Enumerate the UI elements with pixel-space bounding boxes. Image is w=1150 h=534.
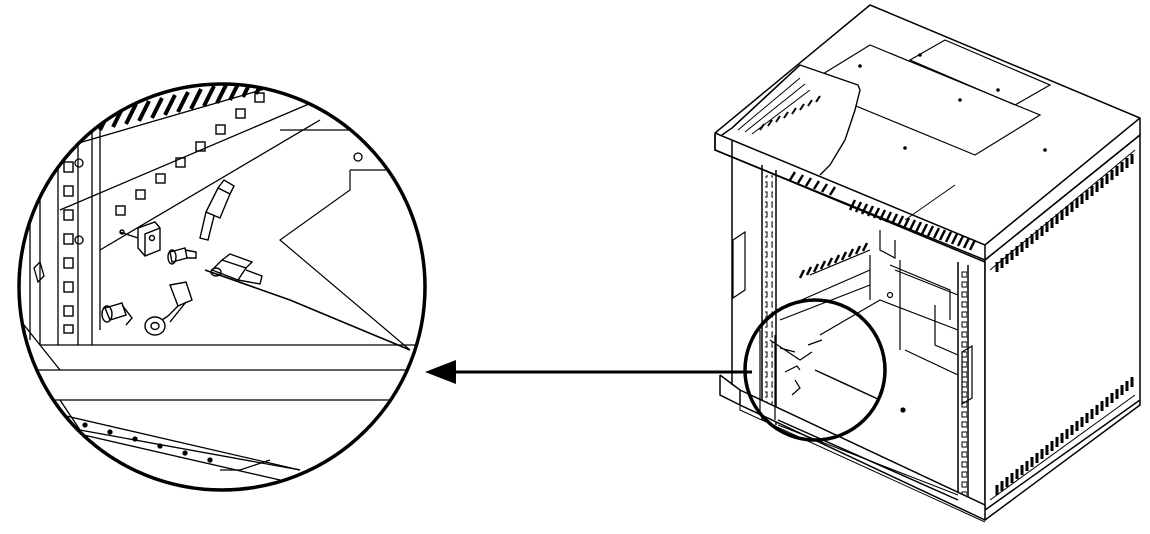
ring-terminal bbox=[144, 281, 193, 336]
wall-mount-rack-cabinet bbox=[714, 4, 1141, 523]
top-front-vents bbox=[788, 171, 977, 251]
magnifier-circle-outline bbox=[17, 82, 427, 492]
zoom-callout-arrow bbox=[425, 360, 752, 384]
cabinet-callout-circle bbox=[743, 298, 887, 442]
ground-bracket bbox=[119, 221, 161, 257]
mounting-screw-lower bbox=[101, 302, 133, 326]
cable-connector bbox=[199, 179, 235, 241]
callout-circle-outline bbox=[743, 298, 887, 442]
rear-rail-holes bbox=[115, 84, 282, 216]
vent-slots-upper bbox=[98, 84, 268, 131]
cabinet-floor bbox=[19, 129, 420, 471]
mounting-screw bbox=[167, 247, 197, 265]
cabinet-interior bbox=[779, 230, 959, 413]
detail-callout-circle bbox=[17, 82, 427, 492]
side-vents-lower bbox=[995, 377, 1134, 495]
side-vents-upper bbox=[995, 154, 1134, 272]
cabinet-front-rails bbox=[761, 165, 969, 500]
magnified-detail-view bbox=[19, 84, 420, 481]
bottom-front-edge bbox=[39, 409, 301, 481]
front-rack-rail bbox=[29, 84, 101, 345]
cabinet-bottom-front bbox=[739, 388, 986, 522]
ground-wire bbox=[204, 269, 411, 351]
wire-crimp-connector bbox=[210, 253, 263, 285]
